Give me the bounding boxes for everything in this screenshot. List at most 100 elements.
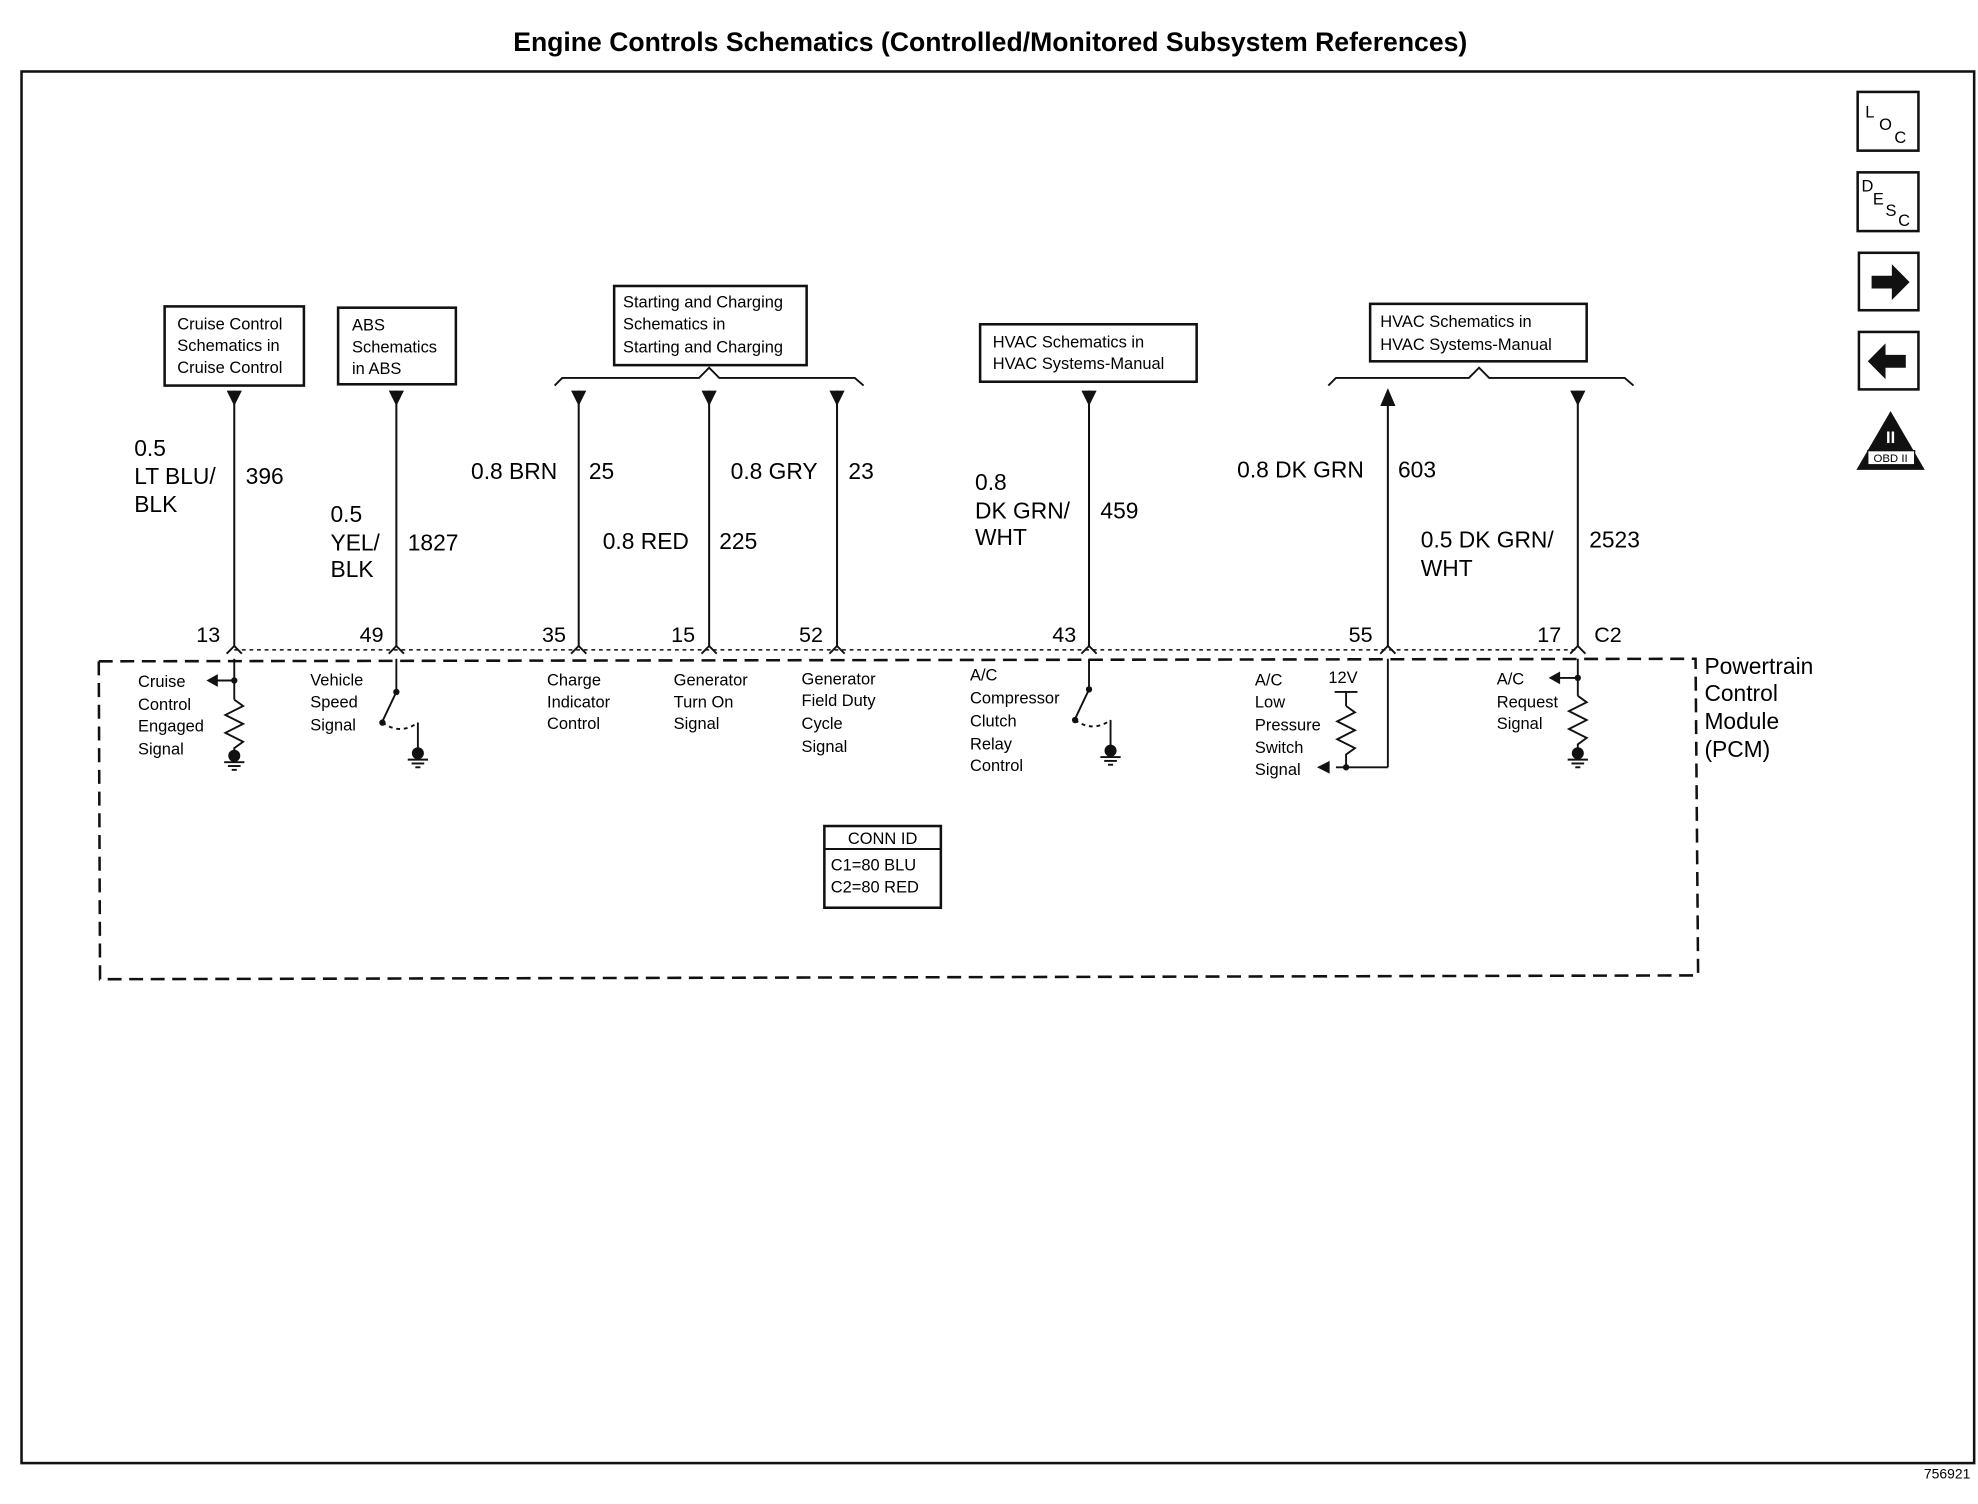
svg-text:49: 49 (360, 622, 384, 647)
svg-text:Request: Request (1497, 692, 1559, 711)
svg-text:Starting and Charging: Starting and Charging (623, 293, 783, 312)
svg-text:0.8 RED: 0.8 RED (603, 528, 689, 554)
svg-text:A/C: A/C (970, 665, 997, 684)
svg-text:23: 23 (848, 458, 873, 484)
svg-text:Generator: Generator (674, 671, 749, 690)
svg-text:D: D (1861, 176, 1873, 195)
svg-text:Signal: Signal (138, 739, 184, 758)
pcm-label: Powertrain Control Module (PCM) (1704, 653, 1813, 762)
svg-text:Module: Module (1704, 708, 1779, 734)
ref-hvac-2[interactable]: HVAC Schematics in HVAC Systems-Manual (1368, 302, 1588, 363)
svg-text:Schematics: Schematics (352, 337, 437, 356)
svg-text:Cruise: Cruise (138, 672, 186, 691)
svg-text:Charge: Charge (547, 671, 601, 690)
svg-text:17: 17 (1537, 622, 1561, 647)
svg-text:Powertrain: Powertrain (1704, 653, 1813, 679)
svg-text:OBD II: OBD II (1873, 453, 1907, 465)
ground-icons (224, 744, 1588, 771)
figure-id: 756921 (1924, 1465, 1971, 1481)
svg-text:Starting and Charging: Starting and Charging (623, 337, 783, 356)
svg-text:BLK: BLK (134, 491, 177, 517)
svg-text:C: C (1898, 211, 1910, 230)
conn-id-row: C1=80 BLU (831, 856, 917, 875)
svg-text:Low: Low (1255, 692, 1285, 711)
svg-text:Cruise Control: Cruise Control (177, 314, 282, 333)
svg-text:Generator: Generator (802, 669, 877, 688)
svg-text:Relay: Relay (970, 734, 1013, 753)
svg-text:459: 459 (1100, 497, 1138, 523)
signal-labels: Cruise Control Engaged Signal Vehicle Sp… (138, 665, 1558, 779)
svg-text:1827: 1827 (408, 529, 459, 555)
svg-text:Turn On: Turn On (674, 692, 734, 711)
conn-id-box: CONN ID C1=80 BLU C2=80 RED (823, 824, 943, 910)
svg-text:52: 52 (799, 622, 823, 647)
svg-text:Field Duty: Field Duty (802, 691, 877, 710)
svg-text:YEL/: YEL/ (331, 529, 381, 555)
svg-text:O: O (1879, 115, 1892, 134)
svg-text:WHT: WHT (1421, 555, 1473, 581)
svg-text:C2: C2 (1594, 622, 1622, 647)
svg-text:Signal: Signal (1497, 714, 1543, 733)
svg-text:Signal: Signal (1255, 760, 1301, 779)
page-frame (20, 70, 1976, 1465)
svg-text:Indicator: Indicator (547, 692, 611, 711)
svg-text:DK GRN/: DK GRN/ (975, 497, 1071, 523)
arrow-right-icon[interactable] (1857, 251, 1920, 312)
svg-text:396: 396 (246, 463, 284, 489)
svg-text:Signal: Signal (674, 714, 720, 733)
pcm-outline (97, 657, 1700, 981)
svg-text:Control: Control (138, 695, 191, 714)
svg-text:Switch: Switch (1255, 738, 1303, 757)
location-icon[interactable]: L O C (1856, 90, 1920, 152)
svg-text:13: 13 (196, 622, 220, 647)
svg-text:E: E (1873, 189, 1884, 208)
svg-text:0.5 DK GRN/: 0.5 DK GRN/ (1421, 527, 1555, 553)
svg-text:C: C (1894, 128, 1906, 147)
svg-text:Vehicle: Vehicle (310, 671, 363, 690)
svg-text:Schematics in: Schematics in (177, 336, 279, 355)
svg-text:Control: Control (970, 756, 1023, 775)
svg-text:0.8 BRN: 0.8 BRN (471, 458, 557, 484)
wire-arrows (226, 388, 1586, 406)
conn-id-row: C2=80 RED (831, 877, 919, 896)
obd-ii-icon[interactable]: II OBD II (1856, 411, 1925, 470)
description-icon[interactable]: D E S C (1856, 171, 1920, 233)
svg-text:Control: Control (547, 714, 600, 733)
ref-cruise-control[interactable]: Cruise Control Schematics in Cruise Cont… (163, 305, 306, 387)
svg-text:Compressor: Compressor (970, 688, 1060, 707)
svg-text:35: 35 (542, 622, 566, 647)
svg-text:Control: Control (1704, 680, 1777, 706)
svg-text:A/C: A/C (1255, 671, 1282, 690)
ref-hvac-1[interactable]: HVAC Schematics in HVAC Systems-Manual (978, 323, 1198, 384)
svg-text:0.8: 0.8 (975, 469, 1007, 495)
svg-text:BLK: BLK (331, 556, 374, 582)
svg-text:0.8 GRY: 0.8 GRY (731, 458, 818, 484)
svg-text:603: 603 (1398, 456, 1436, 482)
page-title: Engine Controls Schematics (Controlled/M… (513, 27, 1467, 57)
svg-text:WHT: WHT (975, 524, 1027, 550)
svg-text:0.8 DK GRN: 0.8 DK GRN (1237, 456, 1364, 482)
svg-text:(PCM): (PCM) (1704, 736, 1770, 762)
svg-text:HVAC Schematics in: HVAC Schematics in (1380, 312, 1531, 331)
starting-charging-brace (553, 366, 865, 387)
svg-text:HVAC Systems-Manual: HVAC Systems-Manual (993, 354, 1165, 373)
svg-text:2523: 2523 (1589, 527, 1640, 553)
connector-chevrons (225, 644, 1587, 655)
svg-text:Schematics in: Schematics in (623, 314, 725, 333)
pin-numbers: 13 49 35 15 52 43 55 17 C2 (196, 622, 1622, 647)
svg-text:43: 43 (1052, 622, 1076, 647)
ref-starting-charging[interactable]: Starting and Charging Schematics in Star… (612, 284, 808, 367)
svg-text:0.5: 0.5 (331, 501, 363, 527)
hvac-brace (1327, 366, 1635, 387)
wire-labels: 0.5 LT BLU/ BLK 396 0.5 YEL/ BLK 1827 0.… (134, 435, 1640, 582)
conn-id-header: CONN ID (848, 829, 918, 848)
svg-text:L: L (1865, 102, 1874, 121)
svg-text:A/C: A/C (1497, 669, 1524, 688)
svg-text:Signal: Signal (802, 737, 848, 756)
svg-text:Speed: Speed (310, 692, 358, 711)
ref-abs[interactable]: ABS Schematics in ABS (336, 306, 458, 386)
arrow-left-icon[interactable] (1857, 330, 1920, 391)
svg-text:LT BLU/: LT BLU/ (134, 463, 216, 489)
